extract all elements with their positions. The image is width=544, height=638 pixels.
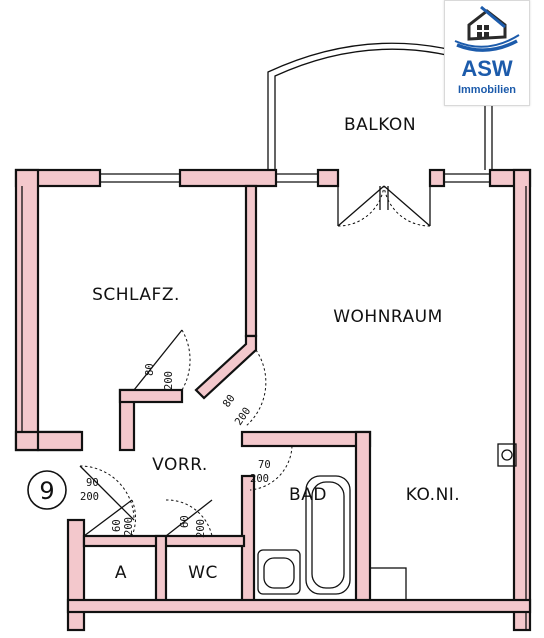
logo-brand: ASW [461, 56, 513, 81]
door-swings [79, 329, 293, 537]
exterior-walls [14, 168, 532, 632]
dim-a-width: 60 [111, 519, 123, 532]
dim-schlafz-height: 200 [163, 371, 175, 390]
dim-bad-height: 200 [250, 473, 269, 485]
company-logo: ASW Immobilien [444, 0, 530, 106]
room-label-balkon: BALKON [344, 115, 416, 135]
balcony-door [337, 170, 431, 227]
logo-subtitle: Immobilien [457, 84, 517, 96]
bath-fixtures [257, 443, 517, 601]
unit-number: 9 [39, 477, 54, 505]
room-label-wc: WC [188, 563, 218, 583]
interior-walls [36, 184, 532, 632]
room-label-schlafzimmer: SCHLAFZ. [92, 285, 180, 305]
dim-entrance-width: 90 [86, 477, 99, 489]
dim-wc-height: 200 [195, 519, 207, 538]
unit-number-badge: 9 [27, 470, 67, 510]
room-label-vorraum: VORR. [152, 455, 208, 475]
dim-entrance-height: 200 [80, 491, 99, 503]
dim-wohnraum-height: 200 [233, 405, 254, 427]
dim-a-height: 200 [123, 517, 135, 536]
room-label-kochnische: KO.NI. [406, 485, 460, 505]
dim-schlafz-width: 80 [144, 363, 156, 376]
dim-bad-width: 70 [258, 459, 271, 471]
dim-wc-width: 60 [179, 515, 191, 528]
dim-wohnraum-width: 80 [221, 392, 238, 409]
house-icon [454, 5, 520, 52]
windows [21, 173, 527, 630]
room-label-wohnraum: WOHNRAUM [333, 307, 443, 327]
room-label-bad: BAD [289, 485, 327, 505]
room-label-abstellraum: A [115, 563, 127, 583]
